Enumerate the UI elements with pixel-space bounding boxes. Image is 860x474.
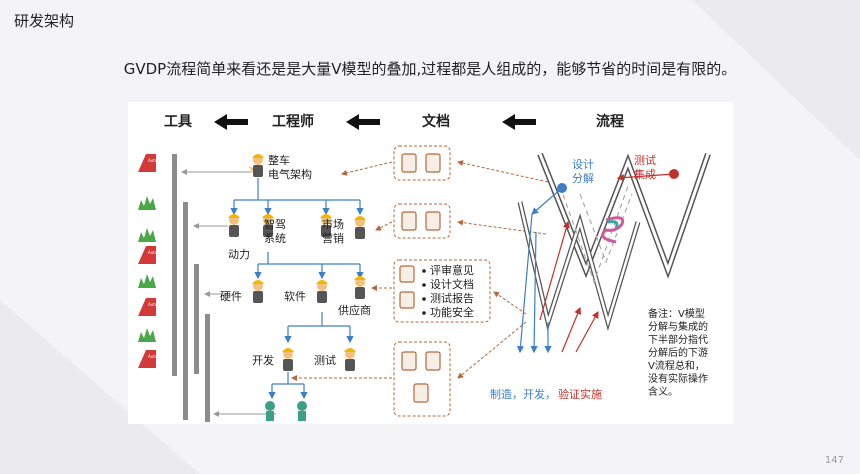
tool-icons: AutoCAD AutoCAD AutoCAD AutoCAD	[138, 154, 166, 368]
engineer-icon	[252, 280, 264, 303]
engineer-figures	[228, 154, 366, 421]
autocad-icon: AutoCAD	[138, 298, 166, 316]
chart-icon	[138, 274, 156, 288]
diagram-graphics: AutoCAD AutoCAD AutoCAD AutoCAD	[138, 114, 711, 422]
role-test: 测试	[314, 354, 336, 367]
rd-architecture-diagram: AutoCAD AutoCAD AutoCAD AutoCAD	[128, 102, 733, 424]
doc-item-review: 评审意见	[430, 264, 474, 277]
v-model-process	[516, 152, 711, 354]
role-vehicle-arch-line1: 整车	[268, 154, 290, 167]
label-test-line1: 测试	[634, 154, 656, 167]
doc-arrows	[291, 160, 549, 381]
slide-subtitle: GVDP流程简单来看还是是大量V模型的叠加,过程都是人组成的，能够节省的时间是有…	[123, 60, 737, 78]
page-number: 147	[824, 455, 844, 466]
note-line-3: 下半部分指代	[648, 335, 708, 346]
doc-boxes	[393, 145, 491, 417]
autocad-icon-label: AutoCAD	[148, 354, 166, 359]
label-test-line2: 集成	[634, 168, 656, 181]
label-design-line2: 分解	[572, 172, 594, 185]
autocad-icon: AutoCAD	[138, 154, 166, 172]
autocad-icon: AutoCAD	[138, 246, 166, 264]
chart-icon	[138, 328, 156, 342]
header-docs: 文档	[422, 114, 450, 130]
role-vehicle-arch-line2: 电气架构	[268, 168, 312, 181]
robot-icon	[297, 401, 307, 421]
header-engineers: 工程师	[272, 114, 314, 130]
engineer-icon	[262, 214, 274, 237]
header-process: 流程	[596, 114, 624, 130]
role-marketing-line1: 市场	[322, 218, 344, 231]
engineer-icon	[316, 280, 328, 303]
doc-item-func-safety: 功能安全	[430, 306, 474, 319]
chart-icon	[138, 196, 156, 210]
note-line-7: 含义。	[648, 387, 678, 398]
slide-title: 研发架构	[14, 12, 75, 30]
tool-bars	[172, 154, 210, 422]
autocad-icon: AutoCAD	[138, 350, 166, 368]
engineer-icon	[354, 276, 366, 299]
doc-icons	[399, 153, 441, 403]
org-tree-lines	[230, 178, 364, 400]
autocad-icon-label: AutoCAD	[148, 158, 166, 163]
note-line-1: 备注：V模型	[648, 309, 705, 320]
engineer-icon	[282, 348, 294, 371]
robot-icon	[265, 401, 275, 421]
role-software: 软件	[284, 290, 306, 303]
autocad-icon-label: AutoCAD	[148, 302, 166, 307]
role-marketing-line2: 营销	[322, 232, 344, 245]
role-smart-drive-line2: 系统	[264, 232, 286, 245]
doc-list-bullets	[422, 269, 426, 315]
note-line-6: 没有实际操作	[648, 374, 708, 385]
label-manufacture-develop: 制造，开发，	[490, 388, 556, 401]
engineer-icon	[228, 214, 240, 237]
engineer-icon	[354, 216, 366, 239]
label-design-line1: 设计	[572, 158, 594, 171]
header-left-arrow	[346, 114, 380, 130]
autocad-icon-label: AutoCAD	[148, 250, 166, 255]
doc-item-test-report: 测试报告	[430, 292, 474, 305]
role-power: 动力	[228, 248, 250, 261]
note-line-5: V流程总和，	[648, 361, 705, 372]
header-left-arrow	[214, 114, 248, 130]
engineer-icon	[248, 154, 264, 177]
gray-arrows	[181, 169, 276, 417]
role-smart-drive-line1: 智驾	[264, 218, 286, 231]
role-hardware: 硬件	[220, 290, 242, 303]
role-develop: 开发	[252, 354, 274, 367]
engineer-icon	[344, 348, 356, 371]
chart-icon	[138, 228, 156, 242]
engineer-icon	[320, 214, 332, 237]
loop-icon	[601, 216, 625, 244]
doc-item-design: 设计文档	[430, 278, 474, 291]
header-left-arrow	[502, 114, 536, 130]
note-line-2: 分解与集成的	[648, 322, 708, 333]
note-line-4: 分解后的下游	[648, 348, 708, 359]
label-verify-implement: 验证实施	[558, 388, 602, 401]
role-supplier: 供应商	[338, 304, 371, 317]
header-tools: 工具	[164, 114, 192, 130]
